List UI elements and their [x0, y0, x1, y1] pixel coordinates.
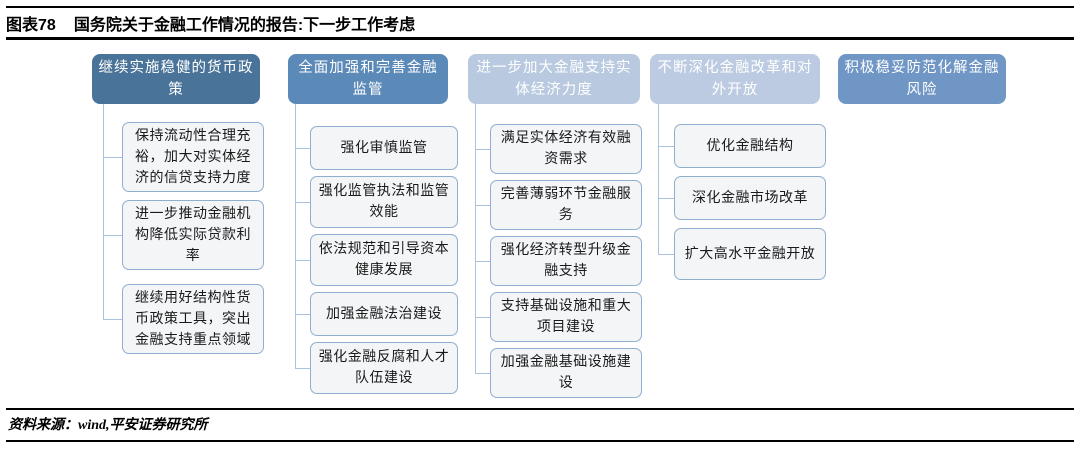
item-box-monetary-policy-2[interactable]: 进一步推动金融机构降低实际贷款利率 [122, 200, 264, 270]
item-box-reform-opening-3[interactable]: 扩大高水平金融开放 [674, 228, 826, 280]
chart-title-bar: 图表78 国务院关于金融工作情况的报告:下一步工作考虑 [6, 10, 1074, 36]
item-box-financial-regulation-3[interactable]: 依法规范和引导资本健康发展 [310, 234, 458, 286]
item-box-monetary-policy-3[interactable]: 继续用好结构性货币政策工具，突出金融支持重点领域 [122, 284, 264, 354]
footer-rule-bottom [6, 440, 1074, 442]
item-box-real-economy-support-4[interactable]: 支持基础设施和重大项目建设 [490, 292, 642, 342]
chart-title-text: 国务院关于金融工作情况的报告:下一步工作考虑 [73, 17, 416, 34]
item-box-real-economy-support-2[interactable]: 完善薄弱环节金融服务 [490, 180, 642, 230]
connector-branch-financial-regulation-1 [295, 148, 310, 150]
org-chart-diagram: 继续实施稳健的货币政策保持流动性合理充裕，加大对实体经济的信贷支持力度进一步推动… [0, 44, 1080, 404]
item-box-monetary-policy-1[interactable]: 保持流动性合理充裕，加大对实体经济的信贷支持力度 [122, 122, 264, 192]
connector-branch-reform-opening-2 [658, 198, 674, 200]
column-header-financial-regulation[interactable]: 全面加强和完善金融监管 [288, 54, 448, 104]
connector-branch-reform-opening-3 [658, 254, 674, 256]
item-box-financial-regulation-5[interactable]: 强化金融反腐和人才队伍建设 [310, 342, 458, 394]
item-box-financial-regulation-2[interactable]: 强化监管执法和监管效能 [310, 176, 458, 228]
connector-branch-monetary-policy-1 [103, 157, 122, 159]
footer-rule-top [6, 408, 1074, 410]
item-box-reform-opening-2[interactable]: 深化金融市场改革 [674, 176, 826, 220]
connector-branch-monetary-policy-3 [103, 319, 122, 321]
item-box-real-economy-support-3[interactable]: 强化经济转型升级金融支持 [490, 236, 642, 286]
connector-branch-real-economy-support-4 [475, 317, 490, 319]
connector-branch-financial-regulation-3 [295, 260, 310, 262]
item-box-real-economy-support-1[interactable]: 满足实体经济有效融资需求 [490, 124, 642, 174]
connector-spine-monetary-policy [103, 104, 105, 319]
column-header-risk-prevention[interactable]: 积极稳妥防范化解金融风险 [838, 54, 1006, 104]
connector-branch-real-economy-support-1 [475, 149, 490, 151]
column-header-real-economy-support[interactable]: 进一步加大金融支持实体经济力度 [468, 54, 640, 104]
item-box-reform-opening-1[interactable]: 优化金融结构 [674, 124, 826, 168]
connector-branch-real-economy-support-3 [475, 261, 490, 263]
chart-index-label: 图表78 [6, 17, 56, 34]
item-box-financial-regulation-1[interactable]: 强化审慎监管 [310, 126, 458, 170]
column-header-reform-opening[interactable]: 不断深化金融改革和对外开放 [650, 54, 820, 104]
title-rule-bottom [6, 37, 1074, 40]
item-box-financial-regulation-4[interactable]: 加强金融法治建设 [310, 292, 458, 336]
connector-spine-financial-regulation [295, 104, 297, 368]
connector-spine-real-economy-support [475, 104, 477, 373]
connector-branch-financial-regulation-4 [295, 314, 310, 316]
item-box-real-economy-support-5[interactable]: 加强金融基础设施建设 [490, 348, 642, 398]
connector-branch-reform-opening-1 [658, 146, 674, 148]
column-header-monetary-policy[interactable]: 继续实施稳健的货币政策 [92, 54, 260, 104]
connector-spine-reform-opening [658, 104, 660, 254]
source-note: 资料来源：wind,平安证券研究所 [8, 418, 208, 433]
title-rule-top [6, 6, 1074, 8]
connector-branch-real-economy-support-2 [475, 205, 490, 207]
connector-branch-financial-regulation-5 [295, 368, 310, 370]
connector-branch-monetary-policy-2 [103, 235, 122, 237]
connector-branch-real-economy-support-5 [475, 373, 490, 375]
connector-branch-financial-regulation-2 [295, 202, 310, 204]
